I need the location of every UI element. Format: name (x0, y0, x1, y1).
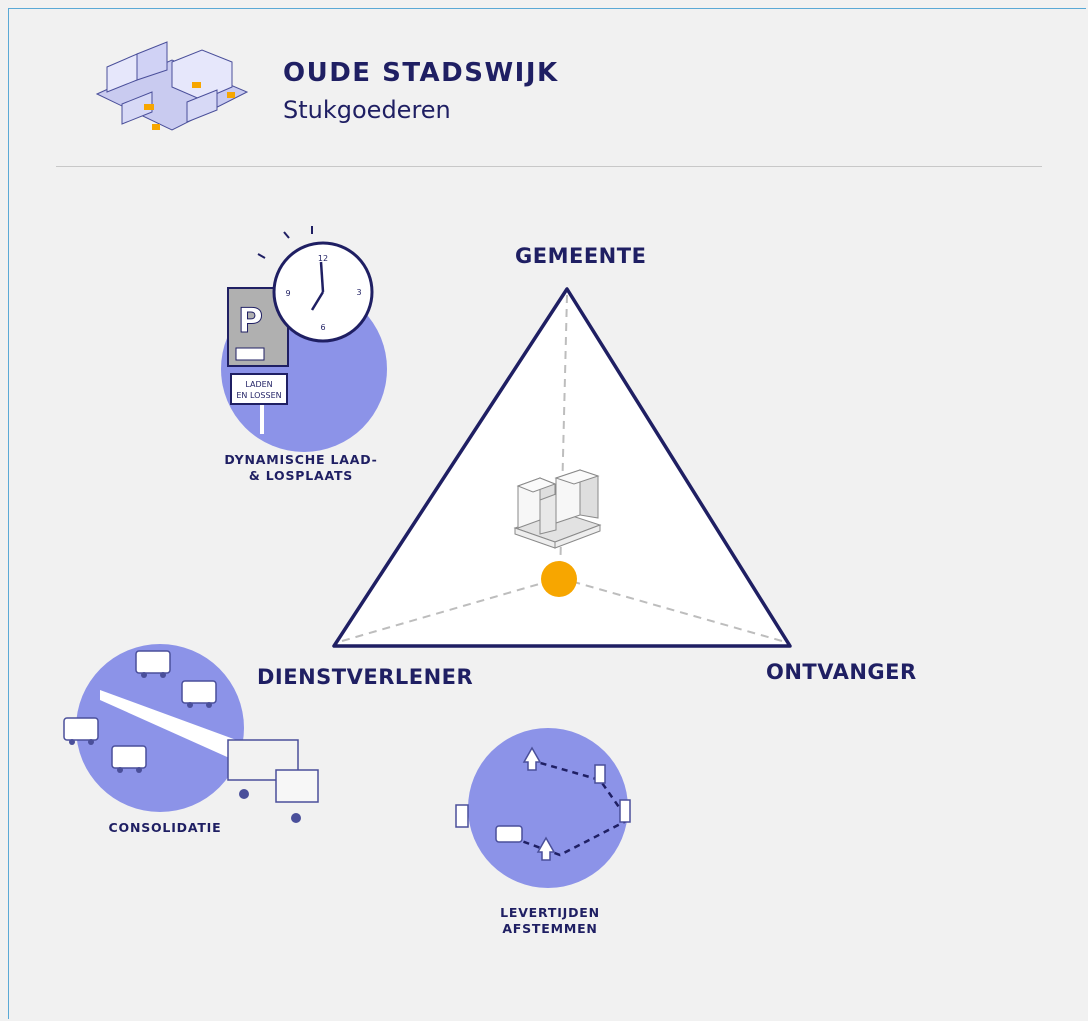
caption-parking-line2: & LOSPLAATS (248, 468, 354, 483)
parking-sign-text-1: LADEN (245, 380, 272, 389)
page-title: OUDE STADSWIJK (283, 58, 559, 88)
pallet-boxes-icon (513, 469, 602, 549)
page-frame (8, 8, 1086, 1019)
caption-parking-line1: DYNAMISCHE LAAD- (224, 452, 378, 467)
vertex-label-dienstverlener: DIENSTVERLENER (257, 665, 474, 689)
vertex-label-gemeente: GEMEENTE (515, 244, 647, 268)
parking-measure-illustration (221, 226, 387, 452)
clock-number-12: 12 (318, 254, 328, 263)
delivery-times-illustration (455, 728, 631, 888)
caption-delivery-times: LEVERTIJDEN AFSTEMMEN (480, 905, 620, 937)
caption-parking: DYNAMISCHE LAAD- & LOSPLAATS (216, 452, 386, 484)
caption-delivery-line1: LEVERTIJDEN (500, 905, 600, 920)
parking-sign-text-2: EN LOSSEN (236, 391, 281, 400)
vertex-label-ontvanger: ONTVANGER (766, 660, 917, 684)
header-divider (56, 166, 1042, 167)
caption-delivery-line2: AFSTEMMEN (502, 921, 598, 936)
page-subtitle: Stukgoederen (283, 96, 451, 124)
clock-number-3: 3 (356, 288, 361, 297)
clock-number-9: 9 (285, 289, 290, 298)
parking-sign-letter: P (238, 301, 263, 341)
consolidation-illustration (63, 644, 319, 823)
caption-consolidation: CONSOLIDATIE (108, 820, 222, 835)
clock-number-6: 6 (320, 323, 325, 332)
guide-line-right (559, 577, 783, 642)
guide-line-top (559, 294, 568, 579)
position-marker (541, 561, 577, 597)
city-block-illustration-icon (95, 41, 249, 131)
guide-line-left (341, 577, 561, 642)
